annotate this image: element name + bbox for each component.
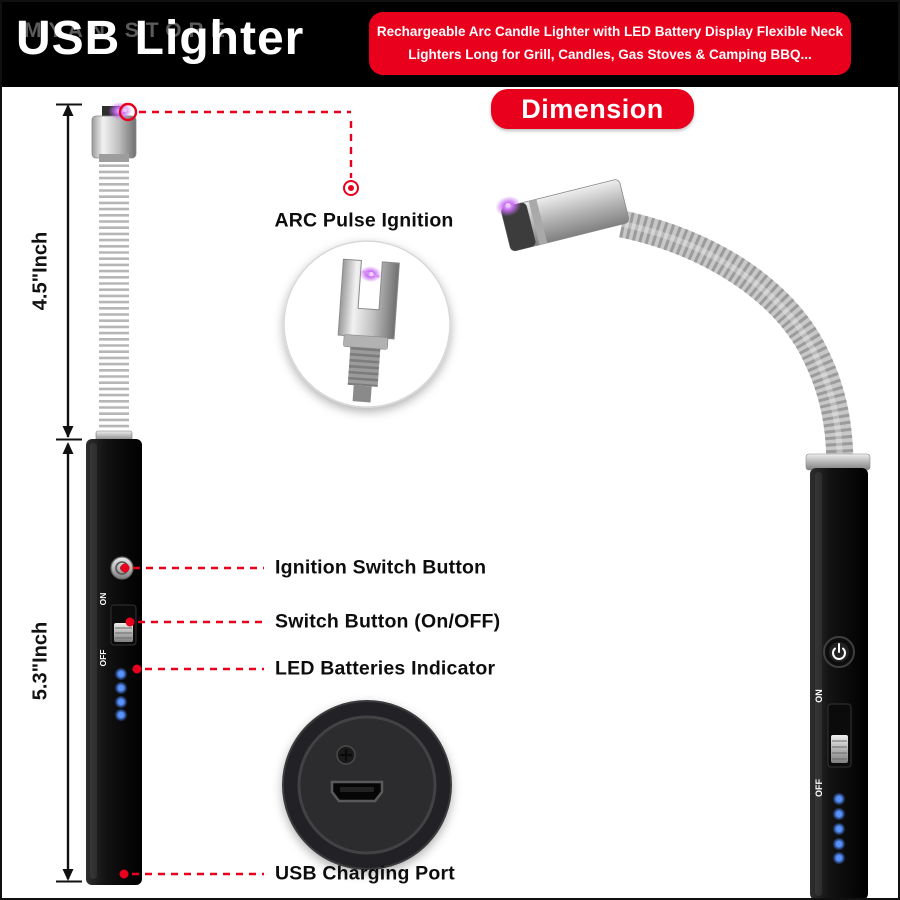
- led-batteries-indicator-label: LED Batteries Indicator: [275, 657, 496, 680]
- switch-button-onoff-label: Switch Button (On/OFF): [275, 610, 501, 633]
- arc-head: [91, 115, 137, 159]
- switch-off-label-bent: OFF: [814, 779, 824, 797]
- lighter-bent-view: ON OFF: [495, 179, 871, 898]
- arc-tip-ring: [118, 102, 138, 122]
- arc-pulse-ignition-label: ARC Pulse Ignition: [274, 209, 454, 232]
- ignition-switch-button-label: Ignition Switch Button: [275, 556, 487, 579]
- usb-port-inset: [282, 700, 452, 870]
- product-title: USB Lighter: [16, 12, 305, 65]
- dimension-arrows: [56, 103, 82, 883]
- power-switch: ON OFF: [98, 593, 137, 667]
- header-bar: MYAN STORE USB Lighter Rechargeable Arc …: [2, 2, 898, 87]
- handle-body: [86, 439, 142, 885]
- product-description-badge: Rechargeable Arc Candle Lighter with LED…: [369, 12, 851, 75]
- lighter-front-view: ON OFF: [86, 102, 142, 885]
- switch-on-label: ON: [98, 593, 108, 606]
- switch-off-label: OFF: [98, 650, 108, 667]
- led-battery-indicator-bent: [832, 792, 846, 865]
- store-watermark: MYAN STORE: [24, 19, 232, 42]
- description-line-2: Lighters Long for Grill, Candles, Gas St…: [408, 46, 812, 62]
- description-line-1: Rechargeable Arc Candle Lighter with LED…: [376, 24, 844, 40]
- power-switch-bent: ON OFF: [814, 689, 852, 797]
- micro-usb-port: [330, 780, 384, 803]
- usb-charging-port-label: USB Charging Port: [275, 862, 455, 885]
- power-button: [823, 636, 855, 668]
- led-battery-indicator: [114, 667, 128, 722]
- switch-on-label-bent: ON: [814, 689, 824, 703]
- handle-length-label: 5.3"Inch: [29, 621, 52, 701]
- annotation-leader-lines: [118, 102, 359, 879]
- arc-head-bent: [495, 179, 630, 252]
- power-icon: [832, 647, 846, 660]
- handle-body-bent: [810, 468, 868, 898]
- dimension-section-label: Dimension: [491, 89, 694, 129]
- screw: [336, 745, 356, 765]
- arc-tip-inset: [283, 240, 451, 408]
- neck-length-label: 4.5"Inch: [29, 231, 52, 311]
